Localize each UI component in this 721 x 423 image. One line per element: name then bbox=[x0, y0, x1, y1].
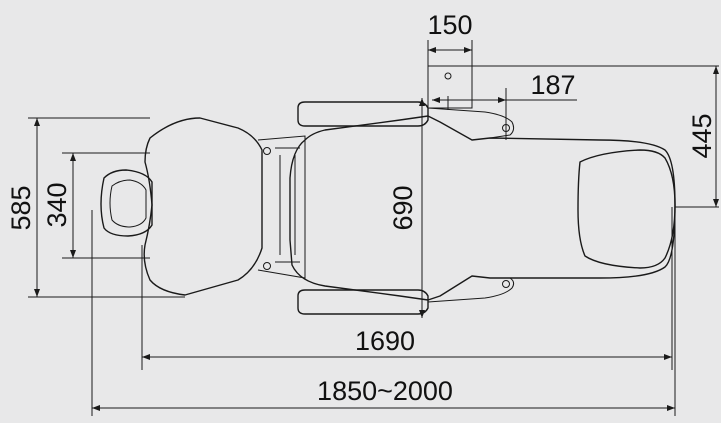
dim-label-445: 445 bbox=[687, 113, 717, 158]
dim-label-150: 150 bbox=[427, 10, 472, 40]
neck-bolt-bottom bbox=[263, 262, 271, 270]
dimension-arrows bbox=[34, 47, 719, 411]
foot-rest bbox=[577, 149, 676, 269]
head-pillow bbox=[100, 169, 153, 237]
armrest-bottom-bracket bbox=[427, 277, 515, 303]
dim-label-585: 585 bbox=[6, 185, 36, 230]
neck-bolt-top bbox=[263, 147, 271, 155]
chair-outline bbox=[100, 65, 676, 315]
armrest-top bbox=[297, 101, 429, 127]
dim-label-1690: 1690 bbox=[355, 326, 415, 356]
dim-label-187: 187 bbox=[530, 70, 575, 100]
backrest bbox=[289, 115, 676, 301]
dimension-lines bbox=[28, 40, 719, 416]
neck-joint-inner bbox=[275, 147, 300, 263]
armrest-bottom bbox=[297, 289, 429, 315]
neck-joint bbox=[257, 135, 306, 279]
mount-hole bbox=[444, 72, 452, 80]
mount-plate bbox=[428, 65, 473, 109]
dim-label-1850-2000: 1850~2000 bbox=[317, 376, 453, 406]
armrest-bottom-bolt bbox=[502, 280, 510, 288]
headrest bbox=[143, 117, 263, 296]
armrest-top-bracket bbox=[427, 107, 515, 139]
dim-label-340: 340 bbox=[42, 182, 72, 227]
dim-label-690: 690 bbox=[388, 185, 418, 230]
head-pillow-inner bbox=[109, 179, 147, 228]
